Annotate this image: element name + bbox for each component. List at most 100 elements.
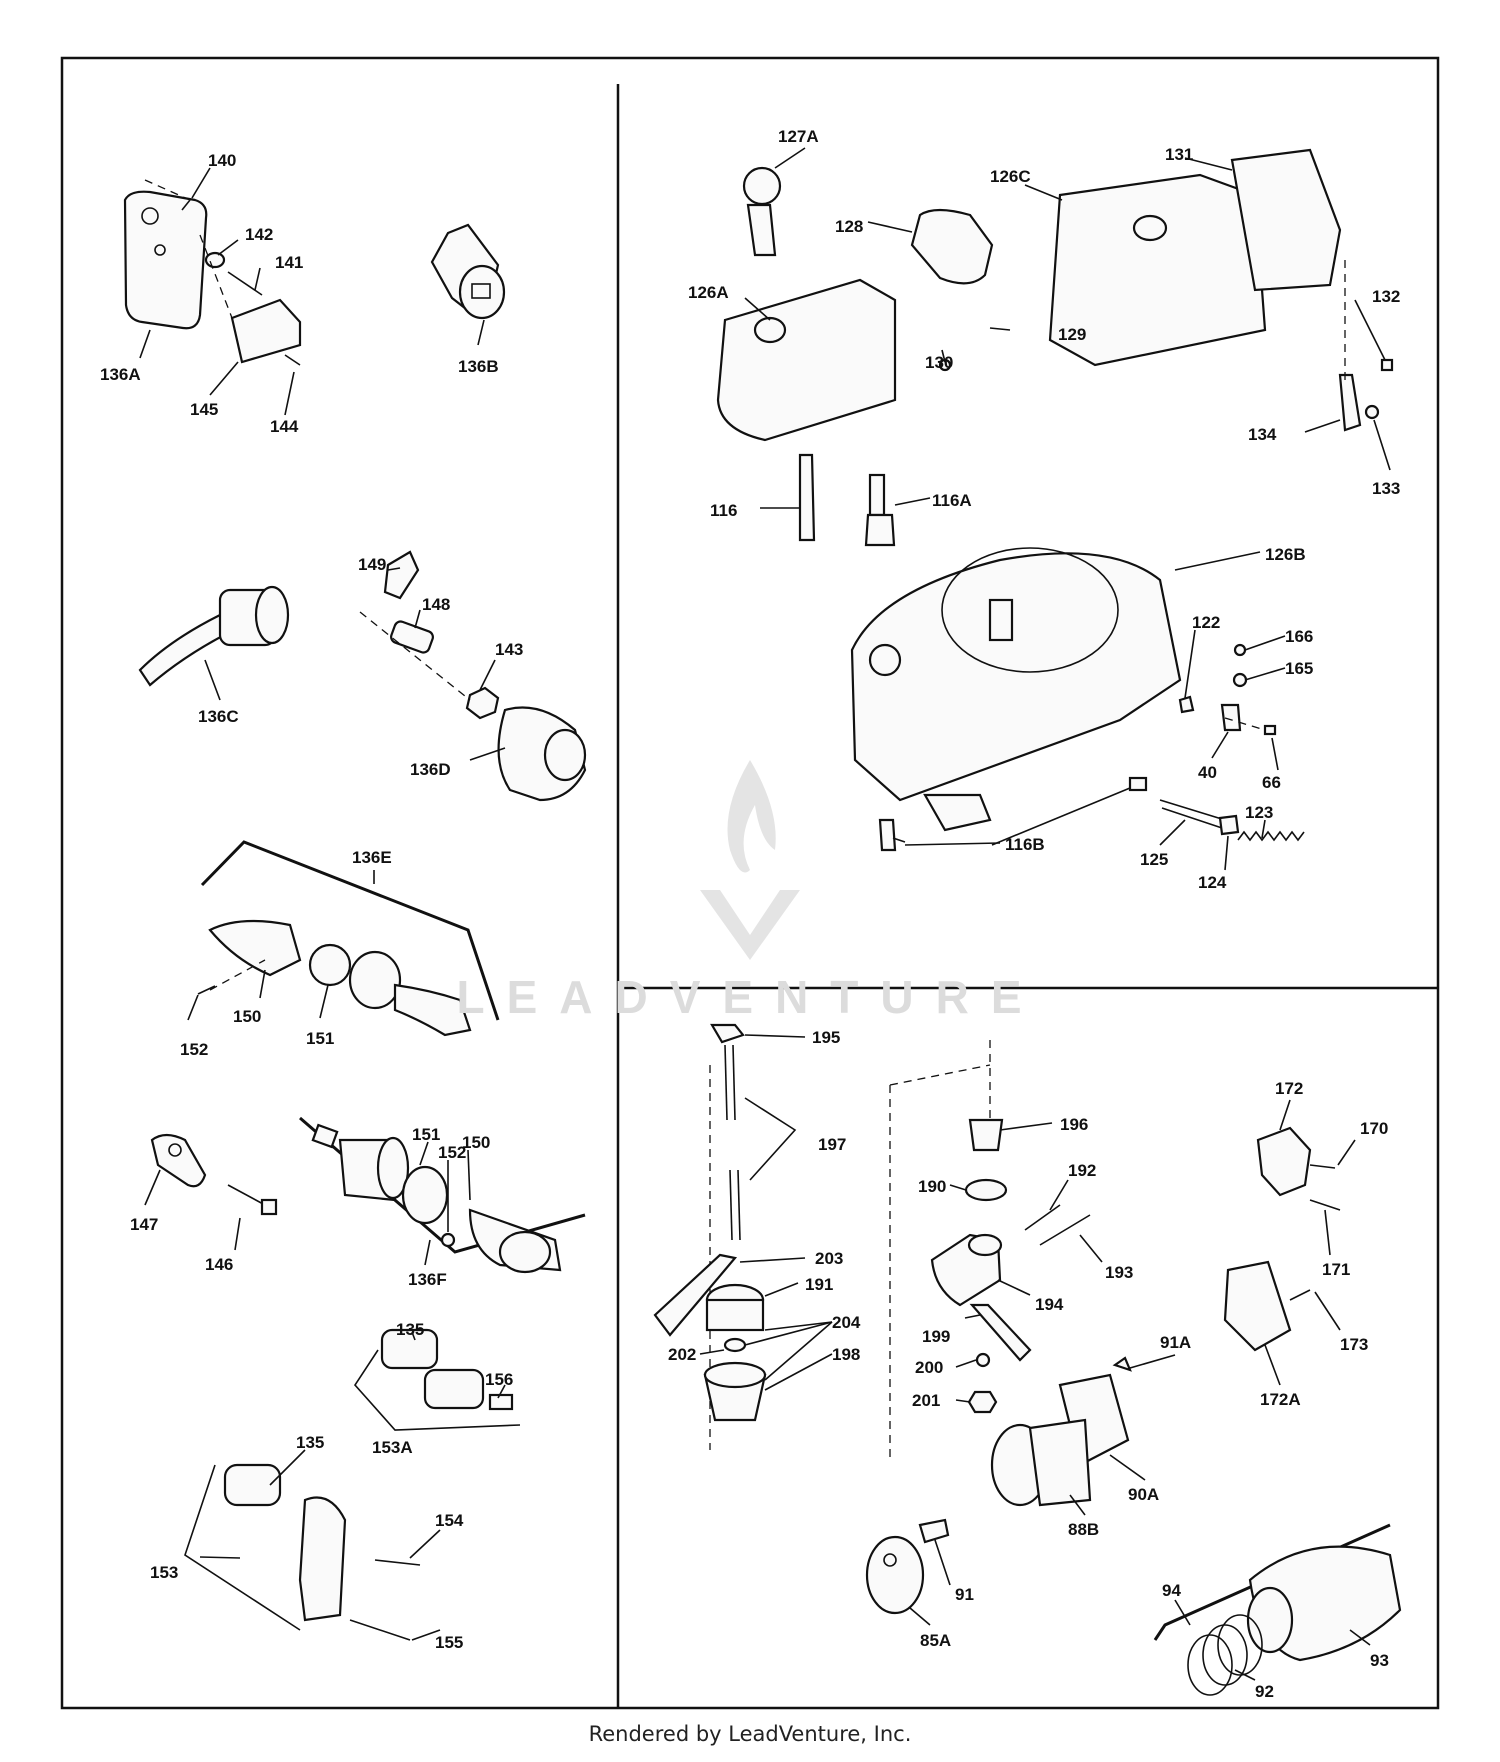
label-88b: 88B [1068, 1520, 1099, 1539]
label-133: 133 [1372, 479, 1400, 498]
label-172a: 172A [1260, 1390, 1301, 1409]
label-200: 200 [915, 1358, 943, 1377]
label-144: 144 [270, 417, 299, 436]
label-124: 124 [1198, 873, 1227, 892]
label-156: 156 [485, 1370, 513, 1389]
label-131: 131 [1165, 145, 1193, 164]
label-130: 130 [925, 353, 953, 372]
elbow-149-nipple-148-nut-143-drawing [359, 550, 587, 802]
label-154: 154 [435, 1511, 464, 1530]
part-labels: 140 142 141 136A 145 144 136B 149 148 14… [100, 127, 1400, 1701]
label-148: 148 [422, 595, 450, 614]
label-192: 192 [1068, 1161, 1096, 1180]
label-153: 153 [150, 1563, 178, 1582]
label-40: 40 [1198, 763, 1217, 782]
muffler-136b-drawing [430, 223, 506, 346]
label-198: 198 [832, 1345, 860, 1364]
label-193: 193 [1105, 1263, 1133, 1282]
label-147: 147 [130, 1215, 158, 1234]
label-91a: 91A [1160, 1333, 1191, 1352]
label-203: 203 [815, 1249, 843, 1268]
muffler-136a-drawing [123, 179, 302, 366]
air-cleaner-88b-90a-drawing [990, 1356, 1132, 1507]
label-140: 140 [208, 151, 236, 170]
label-151b: 151 [412, 1125, 440, 1144]
label-201: 201 [912, 1391, 940, 1410]
label-142: 142 [245, 225, 273, 244]
label-151a: 151 [306, 1029, 334, 1048]
label-126c: 126C [990, 167, 1031, 186]
label-134: 134 [1248, 425, 1277, 444]
label-91: 91 [955, 1585, 974, 1604]
label-150a: 150 [233, 1007, 261, 1026]
label-66: 66 [1262, 773, 1281, 792]
panel-frames [60, 56, 1440, 1710]
muffler-136c-drawing [138, 585, 290, 701]
footer-credit: Rendered by LeadVenture, Inc. [588, 1722, 912, 1746]
valve-116-drawing [798, 453, 896, 547]
label-199: 199 [922, 1327, 950, 1346]
leader-lines [139, 147, 1391, 1681]
label-194: 194 [1035, 1295, 1064, 1314]
gauge-127a-drawing [742, 166, 782, 257]
cover-85a-clip-91-drawing [865, 1518, 950, 1615]
label-165: 165 [1285, 659, 1313, 678]
blower-housing-126b-drawing [850, 547, 1182, 832]
label-129: 129 [1058, 325, 1086, 344]
label-136d: 136D [410, 760, 451, 779]
label-155: 155 [435, 1633, 463, 1652]
label-93: 93 [1370, 1651, 1389, 1670]
muffler-136f-drawing [299, 1116, 586, 1274]
label-136f: 136F [408, 1270, 447, 1289]
filter-bag-93-spring-92-drawing [1153, 1523, 1402, 1696]
gasket-flange-153a-drawing [353, 1328, 521, 1431]
bracket-203-cup-191-drawing [653, 1253, 767, 1422]
strap-128-drawing [910, 208, 1011, 372]
label-126b: 126B [1265, 545, 1306, 564]
label-202: 202 [668, 1345, 696, 1364]
label-94: 94 [1162, 1581, 1181, 1600]
label-136c: 136C [198, 707, 239, 726]
label-116b: 116B [1005, 835, 1045, 854]
label-197: 197 [818, 1135, 846, 1154]
label-150b: 150 [462, 1133, 490, 1152]
label-143: 143 [495, 640, 523, 659]
spark-arrester-136e-drawing [197, 840, 500, 1037]
elbow-153-drawing [184, 1463, 421, 1641]
line-125-clamp-124-spring-123-drawing [878, 776, 1305, 852]
strap-199-nut-200-201-drawing [967, 1303, 1032, 1414]
leadventure-logo-watermark [700, 760, 800, 960]
label-85a: 85A [920, 1631, 951, 1650]
bracket-147-bolt-146-drawing [150, 1133, 278, 1216]
label-146: 146 [205, 1255, 233, 1274]
label-145: 145 [190, 400, 218, 419]
label-135a: 135 [396, 1320, 424, 1339]
label-152a: 152 [180, 1040, 208, 1059]
fuel-tank-126c-drawing [1048, 148, 1342, 367]
label-191: 191 [805, 1275, 833, 1294]
bracket-134-drawing [1338, 260, 1394, 432]
label-136e: 136E [352, 848, 392, 867]
label-204: 204 [832, 1313, 861, 1332]
label-166: 166 [1285, 627, 1313, 646]
label-195: 195 [812, 1028, 840, 1047]
label-136b: 136B [458, 357, 499, 376]
label-125: 125 [1140, 850, 1168, 869]
label-152b: 152 [438, 1143, 466, 1162]
label-149: 149 [358, 555, 386, 574]
label-141: 141 [275, 253, 303, 272]
label-132: 132 [1372, 287, 1400, 306]
label-90a: 90A [1128, 1485, 1159, 1504]
label-135b: 135 [296, 1433, 324, 1452]
label-128: 128 [835, 217, 863, 236]
watermark-text: LEADVENTURE [456, 971, 1044, 1023]
label-116: 116 [710, 501, 737, 520]
label-92: 92 [1255, 1682, 1274, 1701]
label-123: 123 [1245, 803, 1273, 822]
label-172: 172 [1275, 1079, 1303, 1098]
label-171: 171 [1322, 1260, 1350, 1279]
label-126a: 126A [688, 283, 729, 302]
label-136a: 136A [100, 365, 141, 384]
clip-122-bracket-40-drawing [1178, 643, 1277, 736]
